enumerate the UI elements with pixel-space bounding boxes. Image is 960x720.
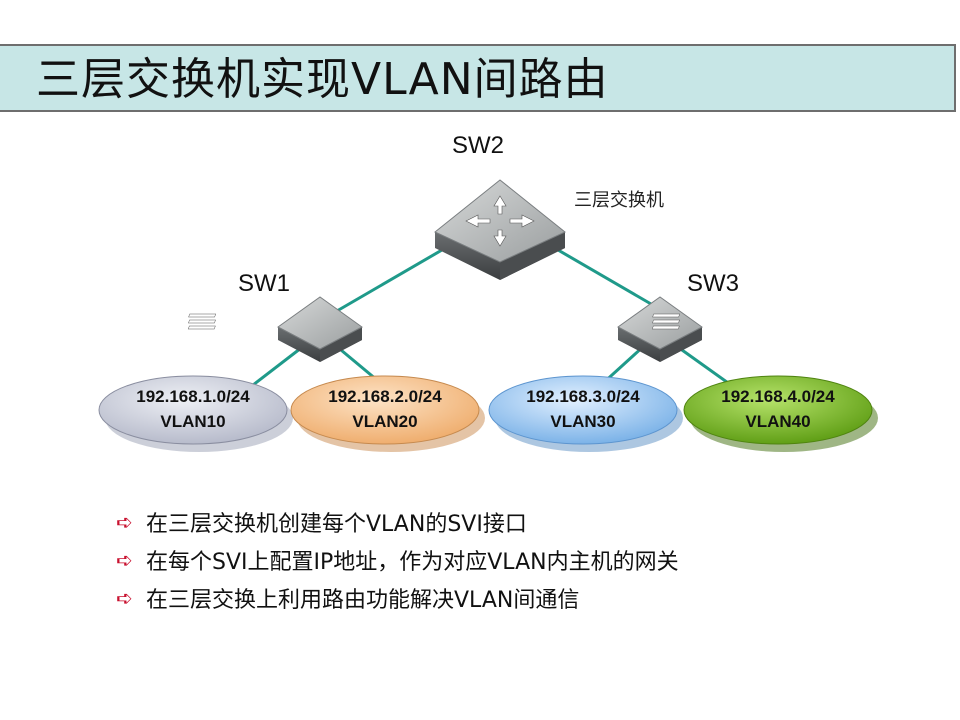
sw2-switch-icon [434, 179, 566, 280]
bullet-text: 在三层交换机创建每个VLAN的SVI接口 [146, 512, 527, 537]
vlan30-name: VLAN30 [550, 412, 615, 431]
sw3-label: SW3 [687, 270, 740, 297]
vlan20-subnet: 192.168.2.0/24 [328, 387, 442, 406]
sw2-label: SW2 [452, 132, 505, 159]
vlan20-name: VLAN20 [352, 412, 417, 431]
arrow-right-icon: ➪ [116, 586, 133, 610]
sw1-label: SW1 [238, 270, 291, 297]
vlan40-name: VLAN40 [745, 412, 810, 431]
bullet-text: 在三层交换上利用路由功能解决VLAN间通信 [146, 588, 580, 613]
bullet-item: ➪ 在每个SVI上配置IP地址，作为对应VLAN内主机的网关 [116, 541, 876, 579]
vlan20-node: 192.168.2.0/24 VLAN20 [290, 375, 485, 452]
vlan30-node: 192.168.3.0/24 VLAN30 [488, 375, 683, 452]
vlan40-subnet: 192.168.4.0/24 [721, 387, 835, 406]
title-bar: 三层交换机实现VLAN间路由 [0, 44, 956, 112]
bullet-item: ➪ 在三层交换上利用路由功能解决VLAN间通信 [116, 579, 876, 617]
vlan10-node: 192.168.1.0/24 VLAN10 [98, 375, 293, 452]
arrow-right-icon: ➪ [116, 510, 133, 534]
bullet-list: ➪ 在三层交换机创建每个VLAN的SVI接口 ➪ 在每个SVI上配置IP地址，作… [116, 503, 876, 617]
arrow-right-icon: ➪ [116, 548, 133, 572]
vlan10-subnet: 192.168.1.0/24 [136, 387, 250, 406]
sw2-desc-label: 三层交换机 [574, 190, 664, 211]
bullet-text: 在每个SVI上配置IP地址，作为对应VLAN内主机的网关 [146, 550, 679, 575]
page-title: 三层交换机实现VLAN间路由 [36, 54, 609, 105]
vlan40-node: 192.168.4.0/24 VLAN40 [683, 375, 878, 452]
sw1-switch-icon [187, 296, 363, 362]
vlan30-subnet: 192.168.3.0/24 [526, 387, 640, 406]
vlan10-name: VLAN10 [160, 412, 225, 431]
bullet-item: ➪ 在三层交换机创建每个VLAN的SVI接口 [116, 503, 876, 541]
sw3-switch-icon [617, 296, 703, 362]
